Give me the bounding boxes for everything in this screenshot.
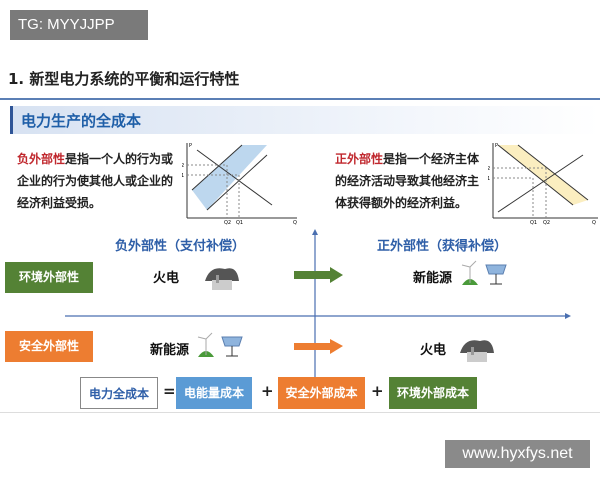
vertical-arrowhead [312, 229, 318, 235]
q-label: Q [592, 220, 596, 225]
title-divider [0, 98, 600, 100]
negative-term: 负外部性 [17, 152, 66, 166]
negative-heading: 负外部性（支付补偿） [115, 239, 246, 254]
green-arrow-icon [294, 267, 343, 283]
watermark-tg: TG: MYYJJPP [10, 10, 148, 40]
positive-heading: 正外部性（获得补偿） [377, 239, 508, 254]
demand-line [497, 144, 574, 206]
energy-cost-box: 电能量成本 [176, 377, 252, 409]
quadrant-axes [65, 229, 571, 400]
wind-turbine-icon [461, 260, 478, 285]
social-demand-line [517, 144, 589, 201]
equals-sign: = [163, 382, 176, 400]
q2-label: Q2 [543, 220, 550, 225]
safety-left-label: 新能源 [150, 343, 190, 358]
safety-externality-box: 安全外部性 [5, 331, 93, 362]
positive-desc: 是指一个经济主体的经济活动导致其他经济主体获得额外的经济利益。 [335, 152, 480, 210]
env-right-label: 新能源 [413, 271, 453, 286]
negative-desc: 是指一个人的行为或企业的行为使其他人或企业的经济利益受损。 [17, 152, 174, 210]
p1-label: P1 [488, 176, 490, 182]
env-left-label: 火电 [153, 271, 180, 286]
demand-line [196, 149, 273, 206]
thermal-plant-icon [205, 268, 239, 290]
negative-externality-text: 负外部性是指一个人的行为或企业的行为使其他人或企业的经济利益受损。 [17, 148, 177, 214]
positive-externality-chart: P Q P2 P1 Q1 Q2 [488, 143, 598, 225]
horizontal-arrowhead [565, 313, 571, 319]
watermark-site: www.hyxfys.net [445, 440, 590, 468]
total-cost-box: 电力全成本 [80, 377, 158, 409]
supply-line [497, 154, 584, 213]
negative-externality-chart: P Q P2 P1 Q2 Q1 [182, 143, 297, 225]
positive-term: 正外部性 [335, 152, 384, 166]
social-supply-line [191, 144, 243, 191]
q2-label: Q2 [224, 220, 231, 225]
p1-label: P1 [182, 173, 184, 179]
p2-label: P2 [488, 166, 490, 172]
p2-label: P2 [182, 163, 184, 169]
safety-right-label: 火电 [420, 343, 447, 358]
section-title: 电力生产的全成本 [21, 112, 142, 130]
p-label: P [495, 143, 498, 149]
p-label: P [189, 143, 192, 149]
wind-turbine-icon [197, 332, 214, 357]
orange-arrow-icon [294, 339, 343, 354]
thermal-plant-icon [460, 340, 494, 362]
plus-sign: + [261, 382, 274, 400]
positive-externality-text: 正外部性是指一个经济主体的经济活动导致其他经济主体获得额外的经济利益。 [335, 148, 485, 214]
page-title: 1. 新型电力系统的平衡和运行特性 [8, 70, 240, 88]
q1-label: Q1 [530, 220, 537, 225]
section-header: 电力生产的全成本 [10, 106, 600, 134]
plus-sign: + [371, 382, 384, 400]
safety-cost-box: 安全外部成本 [278, 377, 365, 409]
env-cost-box: 环境外部成本 [389, 377, 477, 409]
benefit-band [498, 145, 588, 205]
solar-panel-icon [221, 336, 243, 357]
bottom-divider [0, 412, 600, 413]
env-externality-box: 环境外部性 [5, 262, 93, 293]
cost-band [192, 145, 267, 210]
solar-panel-icon [485, 264, 507, 285]
q1-label: Q1 [236, 220, 243, 225]
supply-line [206, 154, 268, 211]
q-label: Q [293, 220, 297, 225]
